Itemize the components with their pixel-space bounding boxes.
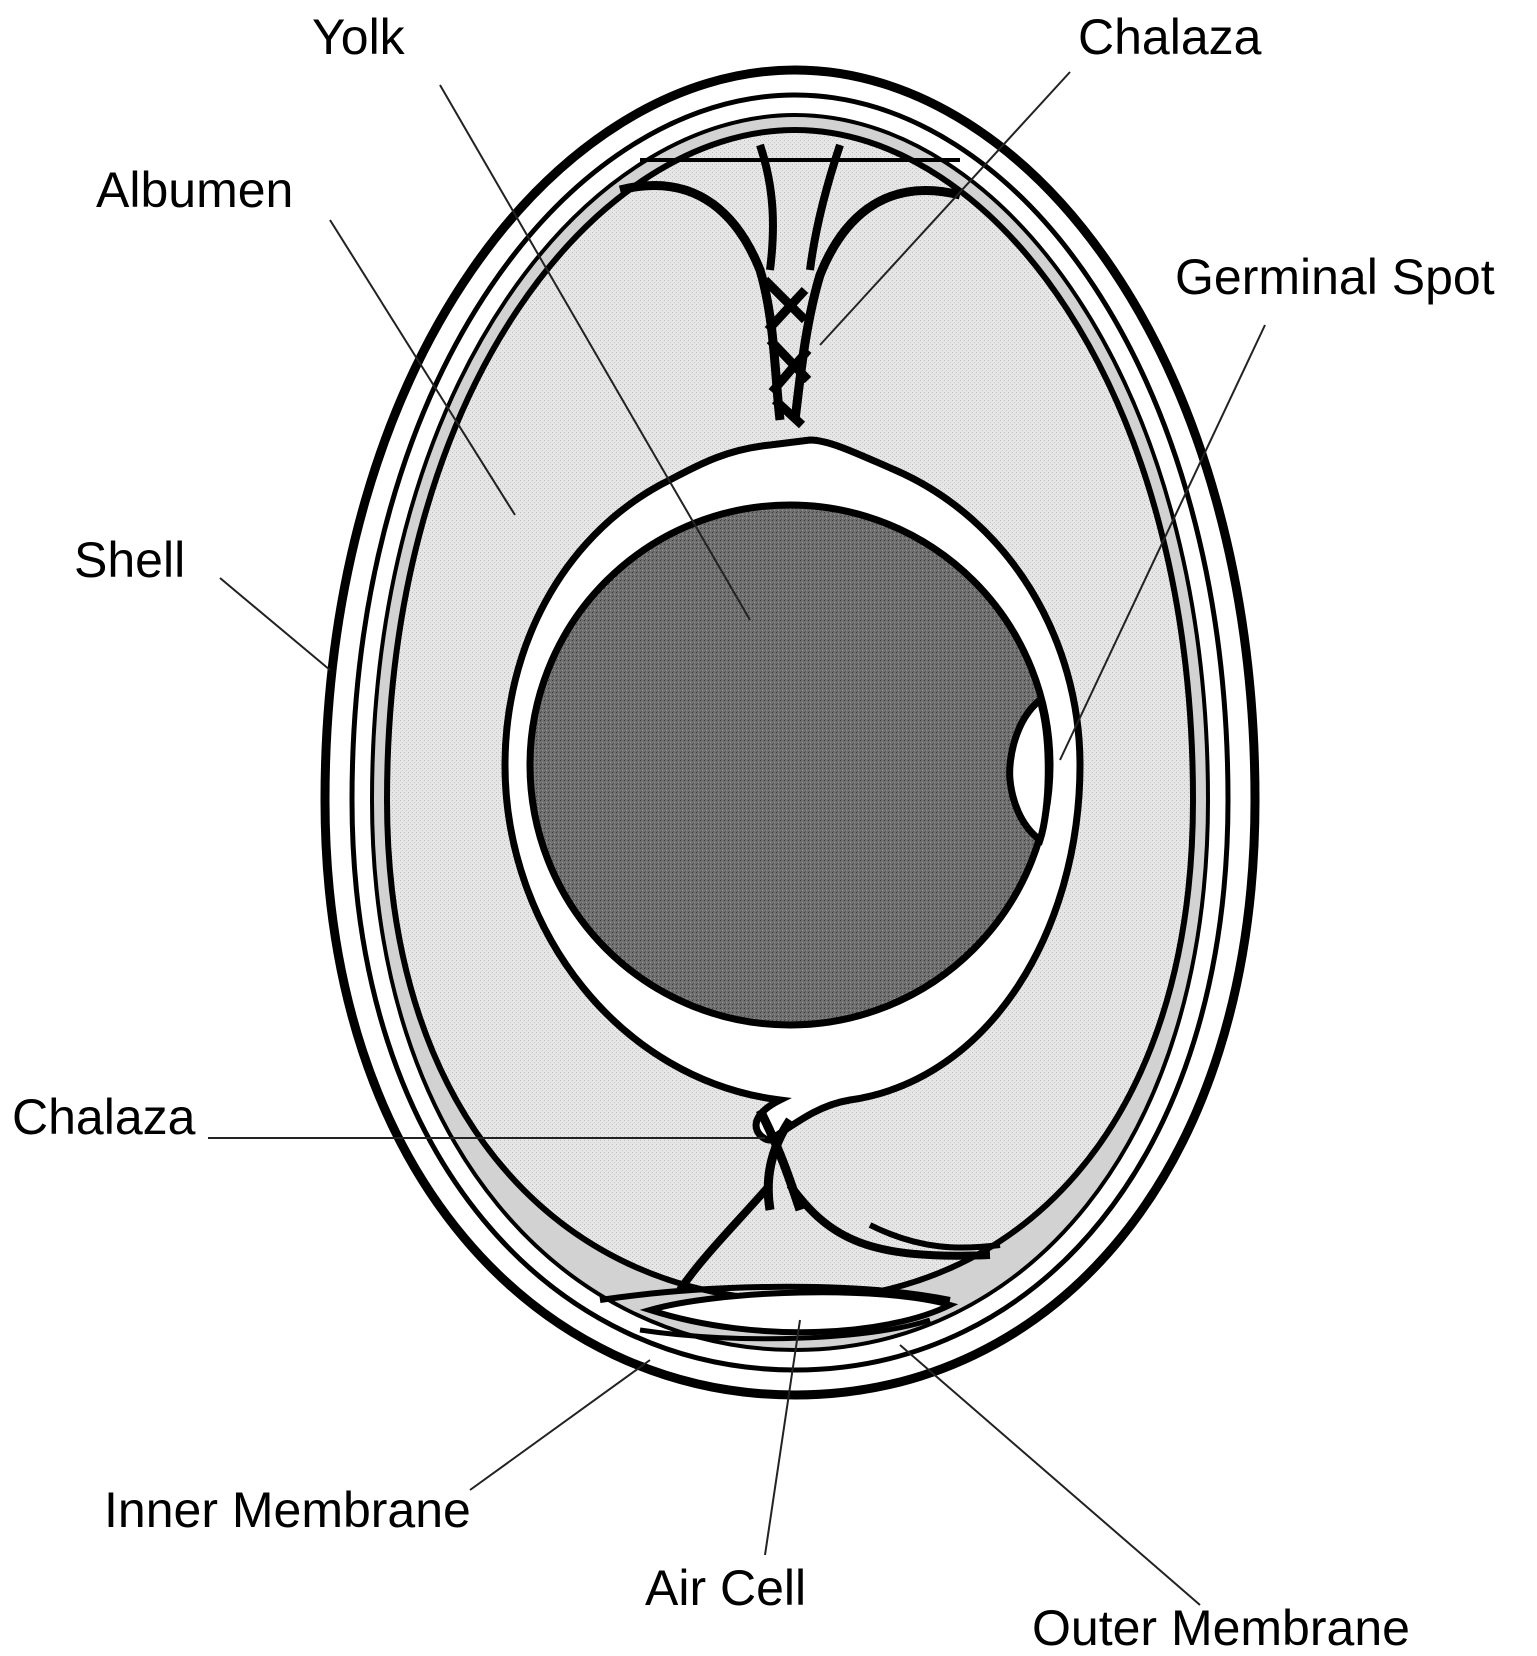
chalaza-top-label: Chalaza	[1078, 12, 1261, 62]
chalaza-bottom-label: Chalaza	[12, 1092, 195, 1142]
inner-membrane-label: Inner Membrane	[104, 1485, 471, 1535]
air-cell-label: Air Cell	[645, 1563, 806, 1613]
yolk-label: Yolk	[312, 12, 405, 62]
shell-label: Shell	[74, 535, 185, 585]
inner-membrane-leader-line	[470, 1360, 650, 1490]
albumen-label: Albumen	[96, 165, 293, 215]
germinal-spot-label: Germinal Spot	[1175, 252, 1495, 302]
shell-leader-line	[220, 578, 330, 670]
outer-membrane-leader-line	[900, 1345, 1200, 1605]
yolk	[530, 505, 1050, 1025]
air-cell-leader-line	[765, 1320, 800, 1555]
